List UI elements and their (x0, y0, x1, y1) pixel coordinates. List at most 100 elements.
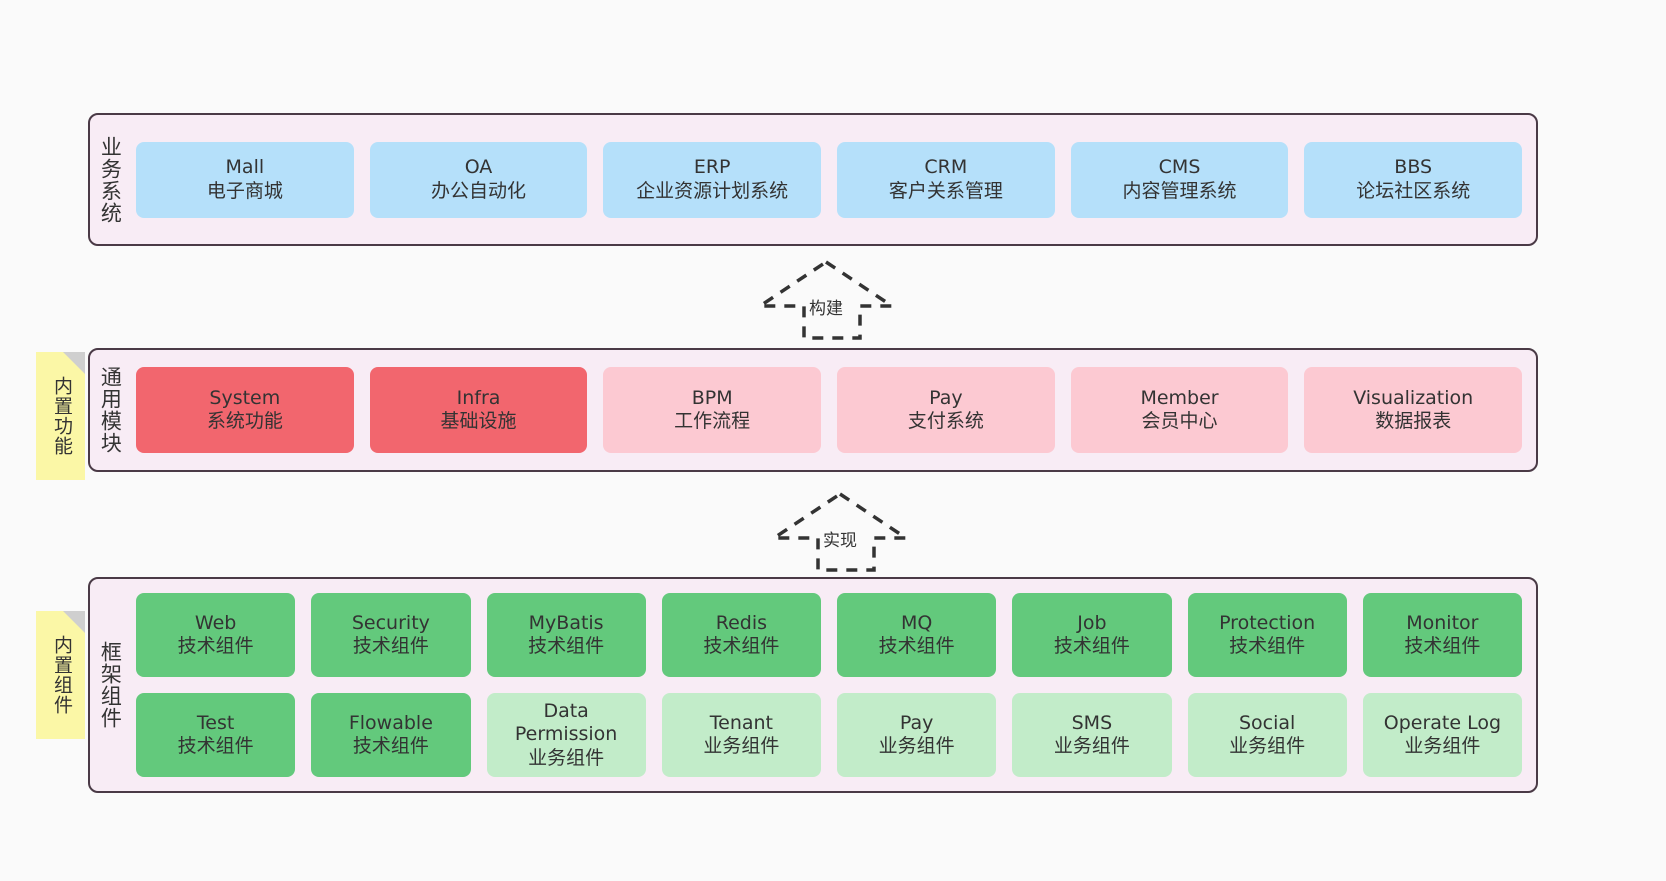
card-pay-module-name: Pay (929, 386, 963, 409)
card-tenant-desc: 业务组件 (703, 735, 780, 757)
card-protection[interactable]: Protection 技术组件 (1187, 593, 1347, 677)
card-web-desc: 技术组件 (177, 635, 254, 657)
card-flowable-name: Flowable (348, 711, 433, 734)
layer-common-modules: 通用模块 System 系统功能 Infra 基础设施 BPM 工作流程 Pay… (88, 348, 1538, 472)
common-modules-card-list: System 系统功能 Infra 基础设施 BPM 工作流程 Pay 支付系统… (130, 350, 1536, 470)
card-cms[interactable]: CMS 内容管理系统 (1070, 141, 1289, 218)
card-flowable-desc: 技术组件 (352, 735, 429, 757)
layer-title-business-systems: 业务系统 (98, 135, 123, 224)
card-web[interactable]: Web 技术组件 (136, 593, 296, 677)
card-visualization-desc: 数据报表 (1375, 410, 1452, 432)
card-oa-desc: 办公自动化 (431, 179, 527, 202)
card-social[interactable]: Social 业务组件 (1187, 693, 1347, 777)
card-infra-desc: 基础设施 (440, 410, 517, 432)
card-bbs-desc: 论坛社区系统 (1356, 179, 1471, 202)
card-bbs[interactable]: BBS 论坛社区系统 (1304, 141, 1523, 218)
card-operate-log[interactable]: Operate Log 业务组件 (1362, 693, 1522, 777)
card-cms-desc: 内容管理系统 (1122, 179, 1237, 202)
card-security-name: Security (351, 611, 430, 634)
card-sms-name: SMS (1071, 711, 1113, 734)
card-erp-desc: 企业资源计划系统 (636, 179, 789, 202)
layer-framework-components: 框架组件 Web 技术组件 Security 技术组件 MyBatis 技术组件… (88, 577, 1538, 793)
framework-row-tech: Web 技术组件 Security 技术组件 MyBatis 技术组件 Redi… (136, 593, 1522, 677)
card-pay-component[interactable]: Pay 业务组件 (837, 693, 997, 777)
card-operate-log-desc: 业务组件 (1404, 735, 1481, 757)
card-test-name: Test (196, 711, 235, 734)
card-crm-name: CRM (924, 156, 968, 179)
card-tenant-name: Tenant (709, 711, 773, 734)
layer-title-framework-components: 框架组件 (98, 641, 123, 729)
card-bbs-name: BBS (1394, 156, 1433, 179)
sticky-note-builtin-components-label: 内置组件 (50, 635, 73, 715)
card-protection-name: Protection (1219, 611, 1316, 634)
card-cms-name: CMS (1158, 156, 1201, 179)
card-visualization-name: Visualization (1353, 386, 1474, 409)
card-bpm-name: BPM (691, 386, 733, 409)
card-job-name: Job (1077, 611, 1107, 634)
card-mq-desc: 技术组件 (878, 635, 955, 657)
sticky-note-builtin-features: 内置功能 (36, 352, 85, 480)
card-tenant[interactable]: Tenant 业务组件 (661, 693, 821, 777)
card-sms[interactable]: SMS 业务组件 (1012, 693, 1172, 777)
framework-components-grid: Web 技术组件 Security 技术组件 MyBatis 技术组件 Redi… (130, 579, 1536, 791)
card-system-name: System (209, 386, 281, 409)
card-oa-name: OA (464, 156, 493, 179)
card-pay-module-desc: 支付系统 (907, 410, 984, 432)
card-job-desc: 技术组件 (1053, 635, 1130, 657)
card-job[interactable]: Job 技术组件 (1012, 593, 1172, 677)
card-oa[interactable]: OA 办公自动化 (369, 141, 588, 218)
framework-row-business: Test 技术组件 Flowable 技术组件 Data Permission … (136, 693, 1522, 777)
card-member[interactable]: Member 会员中心 (1070, 367, 1289, 453)
card-flowable[interactable]: Flowable 技术组件 (311, 693, 471, 777)
card-test[interactable]: Test 技术组件 (136, 693, 296, 777)
card-member-name: Member (1140, 386, 1219, 409)
connector-implement-label: 实现 (821, 526, 859, 551)
card-test-desc: 技术组件 (177, 735, 254, 757)
card-mall[interactable]: Mall 电子商城 (136, 141, 354, 218)
card-data-permission-name: Data Permission (514, 700, 618, 746)
card-erp[interactable]: ERP 企业资源计划系统 (603, 141, 822, 218)
card-pay-component-name: Pay (899, 711, 934, 734)
card-monitor[interactable]: Monitor 技术组件 (1362, 593, 1522, 677)
card-bpm-desc: 工作流程 (674, 410, 751, 432)
card-mq-name: MQ (900, 611, 933, 634)
connector-implement: 实现 (768, 490, 912, 574)
card-web-name: Web (194, 611, 237, 634)
card-pay-component-desc: 业务组件 (878, 735, 955, 757)
connector-build: 构建 (754, 258, 898, 342)
card-mybatis-name: MyBatis (528, 611, 604, 634)
card-redis-name: Redis (715, 611, 768, 634)
card-security[interactable]: Security 技术组件 (311, 593, 471, 677)
card-social-name: Social (1238, 711, 1296, 734)
card-infra[interactable]: Infra 基础设施 (369, 367, 588, 453)
card-mybatis-desc: 技术组件 (528, 635, 605, 657)
card-sms-desc: 业务组件 (1053, 735, 1130, 757)
card-data-permission[interactable]: Data Permission 业务组件 (486, 693, 646, 777)
card-operate-log-name: Operate Log (1383, 711, 1502, 734)
card-mall-name: Mall (225, 156, 265, 179)
card-monitor-name: Monitor (1406, 611, 1479, 634)
business-systems-card-list: Mall 电子商城 OA 办公自动化 ERP 企业资源计划系统 CRM 客户关系… (130, 115, 1536, 244)
card-erp-name: ERP (693, 156, 731, 179)
card-system-desc: 系统功能 (206, 410, 283, 432)
card-mall-desc: 电子商城 (206, 179, 283, 202)
layer-title-common-modules: 通用模块 (98, 366, 123, 454)
card-redis[interactable]: Redis 技术组件 (661, 593, 821, 677)
card-system[interactable]: System 系统功能 (136, 367, 354, 453)
card-member-desc: 会员中心 (1141, 410, 1218, 432)
card-redis-desc: 技术组件 (703, 635, 780, 657)
sticky-note-builtin-features-label: 内置功能 (50, 376, 73, 456)
card-visualization[interactable]: Visualization 数据报表 (1304, 367, 1523, 453)
connector-build-label: 构建 (807, 294, 845, 319)
card-security-desc: 技术组件 (352, 635, 429, 657)
card-bpm[interactable]: BPM 工作流程 (603, 367, 822, 453)
sticky-note-builtin-components: 内置组件 (36, 611, 85, 739)
card-mybatis[interactable]: MyBatis 技术组件 (486, 593, 646, 677)
card-pay-module[interactable]: Pay 支付系统 (837, 367, 1055, 453)
card-social-desc: 业务组件 (1229, 735, 1306, 757)
card-monitor-desc: 技术组件 (1404, 635, 1481, 657)
card-crm[interactable]: CRM 客户关系管理 (837, 141, 1055, 218)
card-infra-name: Infra (456, 386, 501, 409)
card-mq[interactable]: MQ 技术组件 (837, 593, 997, 677)
